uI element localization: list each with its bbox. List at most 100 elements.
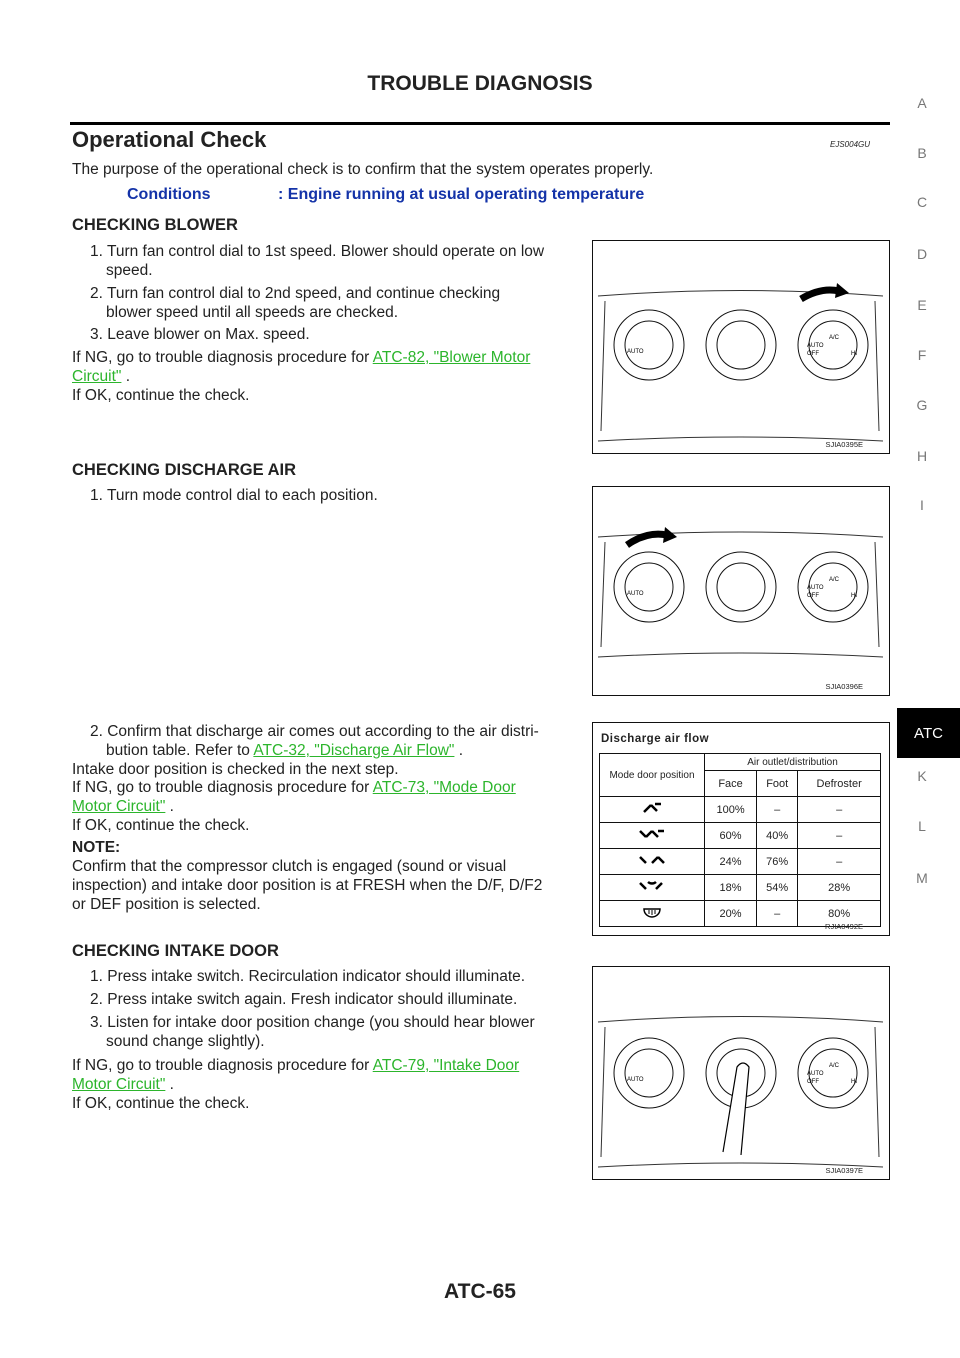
blower-step-3: 3. Leave blower on Max. speed.: [90, 326, 310, 343]
table-row: 18% 54% 28%: [599, 874, 881, 901]
figure-mode-dial: AUTO AUTO OFF A/C HI SJIA0396E: [592, 486, 890, 696]
blower-step-1-cont: speed.: [106, 262, 153, 279]
side-tab-m[interactable]: M: [916, 870, 928, 886]
intake-ng-suffix: .: [165, 1076, 174, 1093]
figure-code-intake: SJIA0397E: [825, 1166, 863, 1175]
intake-step-2: 2. Press intake switch again. Fresh indi…: [90, 991, 518, 1008]
foot-defrost-mode-icon: [599, 874, 705, 901]
blower-step-1: 1. Turn fan control dial to 1st speed. B…: [90, 243, 545, 260]
row-header-cell: Mode door position: [599, 753, 705, 797]
auto-label-1: AUTO: [627, 349, 644, 355]
side-tab-f[interactable]: F: [917, 347, 927, 363]
control-panel-illustration: AUTO AUTO OFF A/C HI: [597, 283, 884, 442]
blower-ng-suffix: .: [121, 368, 131, 385]
intro-text: The purpose of the operational check is …: [72, 161, 654, 178]
page-number: ATC-65: [444, 1280, 516, 1303]
off-label-3: OFF: [807, 351, 819, 357]
mode-door-link-cont[interactable]: Motor Circuit": [72, 798, 166, 815]
control-panel-illustration-2: AUTO AUTO OFF A/C HI: [597, 527, 884, 658]
airflow-table-title: Discharge air flow: [601, 733, 710, 745]
ac-label-2c: A/C: [829, 577, 840, 583]
discharge-step-2-cont: bution table. Refer to: [106, 742, 250, 759]
side-tab-h[interactable]: H: [916, 448, 928, 464]
blower-step-2: 2. Turn fan control dial to 2nd speed, a…: [90, 285, 501, 302]
side-tab-b[interactable]: B: [917, 145, 927, 161]
mode-door-link[interactable]: ATC-73, "Mode Door: [372, 779, 516, 796]
foot-mode-icon: [599, 848, 705, 875]
section-code: EJS004GU: [830, 140, 871, 149]
side-tab-a[interactable]: A: [917, 95, 927, 111]
ac-label-3: A/C: [829, 335, 840, 341]
side-tab-k[interactable]: K: [917, 768, 927, 784]
discharge-ng-suffix: .: [165, 798, 174, 815]
page-header-title: TROUBLE DIAGNOSIS: [367, 72, 593, 95]
note-line-2: inspection) and intake door position is …: [72, 877, 543, 894]
auto-label-2c: AUTO: [807, 585, 824, 591]
discharge-heading: CHECKING DISCHARGE AIR: [72, 461, 296, 479]
off-label-4c: OFF: [807, 1079, 819, 1085]
intake-heading: CHECKING INTAKE DOOR: [72, 942, 279, 960]
blower-step-2-cont: blower speed until all speeds are checke…: [106, 304, 399, 321]
note-label: NOTE:: [72, 839, 121, 856]
hi-label-2c: HI: [851, 593, 857, 599]
intake-ok-text: If OK, continue the check.: [72, 1095, 250, 1112]
discharge-step-2-suffix: .: [454, 742, 464, 759]
discharge-air-flow-link[interactable]: ATC-32, "Discharge Air Flow": [253, 742, 455, 759]
rotation-arrow-icon: [799, 286, 840, 303]
intake-step-1: 1. Press intake switch. Recirculation in…: [90, 968, 526, 985]
auto-label-2a: AUTO: [627, 591, 644, 597]
blower-motor-link[interactable]: ATC-82, "Blower Motor: [372, 349, 531, 366]
note-line-1: Confirm that the compressor clutch is en…: [72, 858, 507, 875]
hi-label-4c: HI: [851, 1079, 857, 1085]
blower-heading: CHECKING BLOWER: [72, 216, 238, 234]
figure-intake-switch: AUTO AUTO OFF A/C HI SJIA0397E: [592, 966, 890, 1180]
side-tab-atc-active[interactable]: ATC: [897, 708, 960, 758]
figure-code-blower: SJIA0395E: [825, 440, 863, 449]
figure-code-airflow: RJIA0492E: [825, 922, 863, 931]
table-row: 20% – 80%: [599, 900, 881, 927]
conditions-value: : Engine running at usual operating temp…: [278, 186, 645, 203]
defrost-mode-icon: [599, 900, 705, 927]
header-rule: [70, 122, 890, 125]
blower-ng-text: If NG, go to trouble diagnosis procedure…: [72, 349, 370, 366]
rotation-arrow-icon: [624, 530, 668, 548]
side-tab-i[interactable]: I: [920, 497, 924, 513]
control-panel-illustration-3: AUTO AUTO OFF A/C HI: [597, 1016, 884, 1168]
discharge-step-2: 2. Confirm that discharge air comes out …: [90, 723, 539, 740]
hi-label-3: HI: [851, 351, 857, 357]
intake-checked-note: Intake door position is checked in the n…: [72, 761, 399, 778]
intake-door-link[interactable]: ATC-79, "Intake Door: [372, 1057, 520, 1074]
table-row: 100% – –: [599, 796, 881, 823]
off-label-2c: OFF: [807, 593, 819, 599]
side-tab-c[interactable]: C: [916, 194, 928, 210]
auto-label-4c: AUTO: [807, 1071, 824, 1077]
bi-level-mode-icon: [599, 822, 705, 849]
ac-label-4c: A/C: [829, 1063, 840, 1069]
blower-ok-text: If OK, continue the check.: [72, 387, 250, 404]
intake-door-link-cont[interactable]: Motor Circuit": [72, 1076, 166, 1093]
side-tab-e[interactable]: E: [917, 297, 927, 313]
figure-airflow-table: Discharge air flow Mode door position Ai…: [592, 722, 890, 936]
side-tab-g[interactable]: G: [916, 397, 928, 413]
col-header-defroster: Defroster: [797, 770, 881, 797]
table-row: 24% 76% –: [599, 848, 881, 875]
face-mode-icon: [599, 796, 705, 823]
blower-motor-link-cont[interactable]: Circuit": [72, 368, 122, 385]
intake-step-3: 3. Listen for intake door position chang…: [90, 1014, 535, 1031]
figure-code-mode: SJIA0396E: [825, 682, 863, 691]
side-tab-d[interactable]: D: [916, 246, 928, 262]
intake-step-3-cont: sound change slightly).: [106, 1033, 265, 1050]
intake-ng-text: If NG, go to trouble diagnosis procedure…: [72, 1057, 370, 1074]
finger-pointer-icon: [722, 1062, 750, 1156]
note-line-3: or DEF position is selected.: [72, 896, 261, 913]
discharge-ng-text: If NG, go to trouble diagnosis procedure…: [72, 779, 370, 796]
figure-blower-dial: AUTO AUTO OFF A/C HI SJIA0395E: [592, 240, 890, 454]
auto-label-4a: AUTO: [627, 1077, 644, 1083]
col-header-face: Face: [703, 770, 758, 797]
auto-label-3: AUTO: [807, 343, 824, 349]
col-header-foot: Foot: [756, 770, 799, 797]
col-group-header: Air outlet/distribution: [704, 753, 881, 771]
discharge-ok-text: If OK, continue the check.: [72, 817, 250, 834]
table-row: 60% 40% –: [599, 822, 881, 849]
side-tab-l[interactable]: L: [918, 818, 926, 834]
